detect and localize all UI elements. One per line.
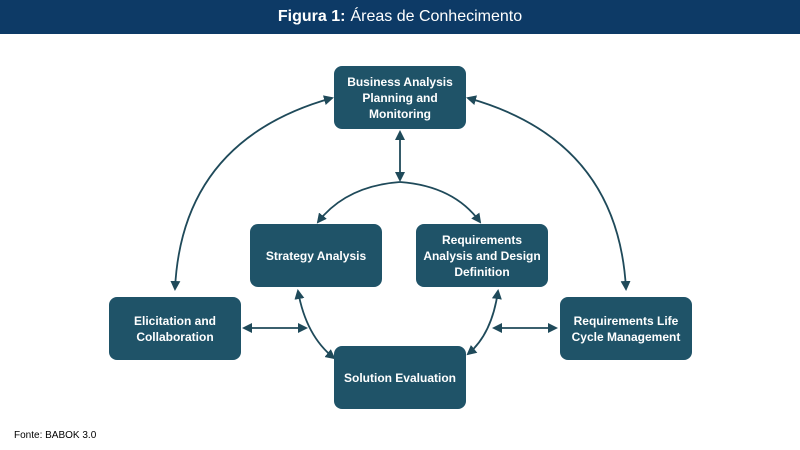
arrow-radd-evaluation <box>466 289 502 356</box>
figure-title-bar: Figura 1: Áreas de Conhecimento <box>0 0 800 34</box>
figure-number: Figura 1: <box>277 8 346 25</box>
node-requirements-life-cycle: Requirements Life Cycle Management <box>560 297 692 360</box>
node-elicitation-collaboration: Elicitation and Collaboration <box>109 297 241 360</box>
node-solution-evaluation: Solution Evaluation <box>334 346 466 409</box>
node-business-analysis-planning: Business Analysis Planning and Monitorin… <box>334 66 466 129</box>
node-requirements-analysis-design: Requirements Analysis and Design Definit… <box>416 224 548 287</box>
node-strategy-analysis: Strategy Analysis <box>250 224 382 287</box>
arrow-inner-strategy <box>316 181 401 224</box>
arrow-planning-elicitation <box>170 95 334 291</box>
figure-title: Áreas de Conhecimento <box>350 8 523 25</box>
arrow-strategy-evaluation <box>294 289 336 360</box>
arrow-inner-radd <box>399 181 482 224</box>
arrow-planning-lifecycle <box>466 95 631 291</box>
source-caption: Fonte: BABOK 3.0 <box>14 430 97 441</box>
